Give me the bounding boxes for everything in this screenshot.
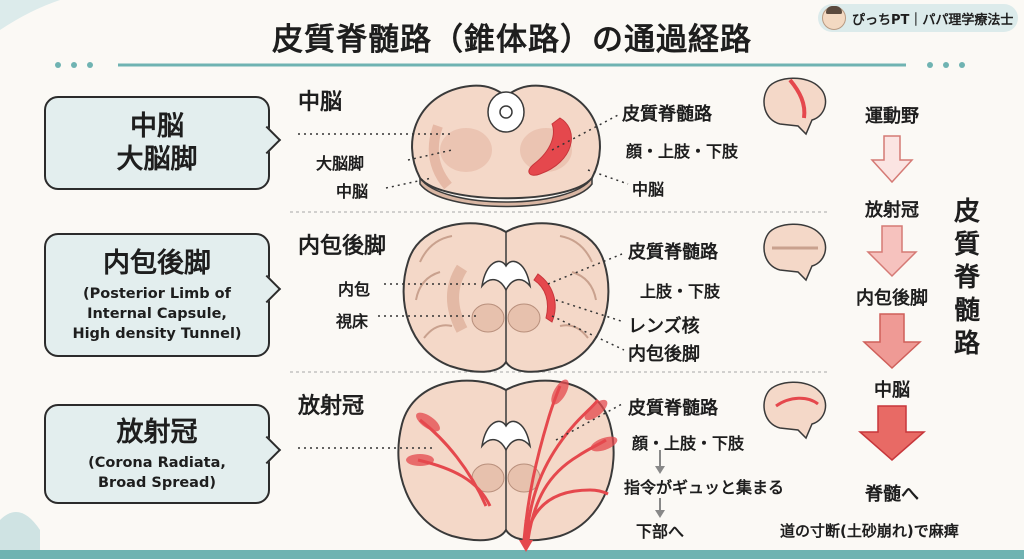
label-cerebral-peduncle: 大脳脚 (316, 154, 365, 173)
section-label-internal-capsule: 内包後脚 (298, 234, 387, 259)
vertical-title-char: 路 (953, 329, 980, 359)
flow-arrow-3 (862, 313, 922, 370)
page-title: 皮質脊髄路（錐体路）の通過経路 (272, 22, 752, 58)
vertical-title: 皮質脊髄路 (952, 196, 982, 361)
callout-title: 内包後脚 (103, 247, 211, 279)
brain-icon (763, 223, 827, 282)
label-cst: 皮質脊髄路 (628, 398, 718, 419)
flow-step-internal-capsule: 内包後脚 (856, 288, 928, 309)
flow-arrow-2 (866, 225, 918, 278)
label-converge: 指令がギュッと集まる (624, 478, 785, 497)
flow-step-midbrain: 中脳 (874, 380, 910, 401)
callout-subtitle: (Posterior Limb of Internal Capsule, Hig… (72, 285, 242, 342)
label-thalamus: 視床 (336, 312, 369, 331)
badge-text: ぴっちPT｜パパ理学療法士 (852, 12, 1014, 28)
label-body-parts: 顔・上肢・下肢 (626, 142, 739, 161)
header-divider (0, 0, 965, 68)
section-label-midbrain: 中脳 (298, 90, 343, 115)
flow-arrow-4 (858, 405, 926, 461)
callout-title: 中脳 大脳脚 (116, 111, 198, 175)
section-label-corona-radiata: 放射冠 (298, 394, 365, 419)
author-badge: ぴっちPT｜パパ理学療法士 (818, 4, 1018, 32)
label-midbrain-left: 中脳 (336, 182, 369, 201)
brain-icon (763, 381, 827, 440)
callout-midbrain: 中脳 大脳脚 (44, 96, 270, 190)
vertical-title-char: 質 (953, 230, 980, 260)
flow-step-corona-radiata: 放射冠 (865, 200, 919, 221)
callout-title: 放射冠 (116, 416, 198, 448)
label-lentiform-nucleus: レンズ核 (628, 316, 700, 337)
footer-note: 道の寸断(土砂崩れ)で麻痺 (780, 522, 959, 540)
label-downward: 下部へ (636, 522, 685, 541)
flow-arrow-1 (870, 135, 914, 184)
label-body-parts: 上肢・下肢 (640, 282, 721, 301)
flow-step-spinal-cord: 脊髄へ (865, 484, 919, 505)
label-cst: 皮質脊髄路 (628, 242, 718, 263)
callout-subtitle: (Corona Radiata, Broad Spread) (88, 454, 226, 491)
label-midbrain-right: 中脳 (632, 180, 665, 199)
label-cst: 皮質脊髄路 (622, 104, 712, 125)
vertical-title-char: 皮 (953, 197, 980, 227)
label-body-parts: 顔・上肢・下肢 (632, 434, 745, 453)
flow-step-motor-cortex: 運動野 (865, 106, 919, 127)
label-internal-capsule: 内包 (338, 280, 371, 299)
vertical-title-char: 脊 (953, 263, 980, 293)
callout-internal-capsule: 内包後脚 (Posterior Limb of Internal Capsule… (44, 233, 270, 357)
label-posterior-limb: 内包後脚 (628, 344, 700, 365)
brain-icon (763, 77, 827, 136)
callout-corona-radiata: 放射冠 (Corona Radiata, Broad Spread) (44, 404, 270, 504)
vertical-title-char: 髄 (953, 296, 980, 326)
avatar-icon (822, 6, 846, 30)
